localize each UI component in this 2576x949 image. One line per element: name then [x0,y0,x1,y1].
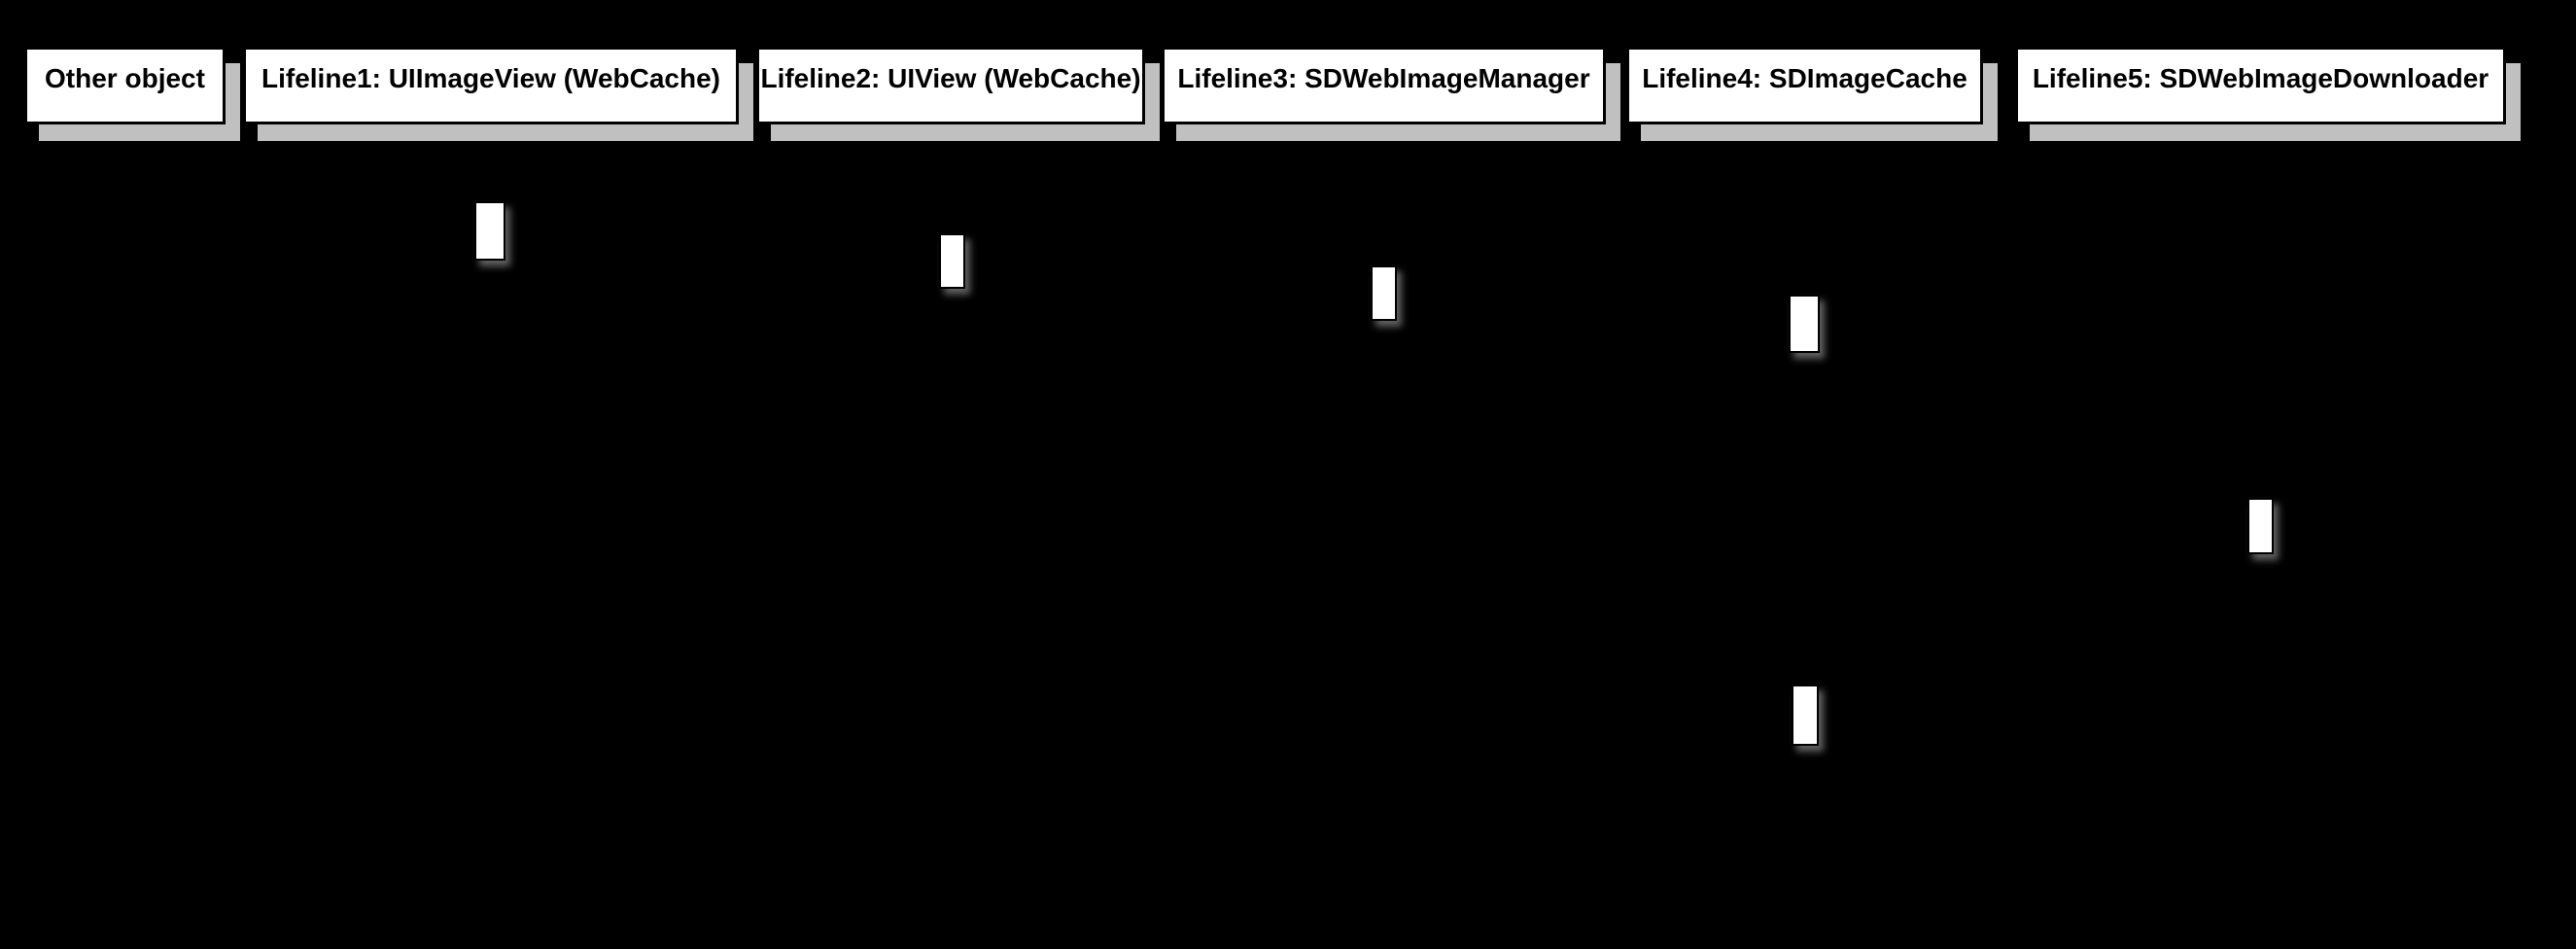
lifeline-label: Lifeline3: SDWebImageManager [1177,63,1590,93]
activation-bar-lifeline1 [474,201,505,261]
lifeline-label: Other object [45,63,205,93]
activation-bar-lifeline5 [2247,498,2274,554]
activation-bar-lifeline2 [939,233,965,289]
lifeline-dashed-line-lifeline3 [1381,124,1384,949]
lifeline-dashed-line-lifeline4 [1802,124,1805,949]
lifeline-head-lifeline1: Lifeline1: UIImageView (WebCache) [243,47,739,124]
lifeline-head-other-object: Other object [24,47,226,124]
lifeline-label: Lifeline2: UIView (WebCache) [760,63,1141,93]
activation-bar-lifeline3 [1371,265,1397,321]
lifeline-dashed-line-lifeline2 [949,124,952,949]
lifeline-head-lifeline2: Lifeline2: UIView (WebCache) [756,47,1145,124]
activation-bar-lifeline4-first [1789,295,1820,353]
lifeline-head-lifeline4: Lifeline4: SDImageCache [1626,47,1983,124]
lifeline-label: Lifeline5: SDWebImageDownloader [2032,63,2489,93]
lifeline-head-lifeline3: Lifeline3: SDWebImageManager [1162,47,1606,124]
lifeline-dashed-line-other-object [122,124,125,949]
lifeline-label: Lifeline1: UIImageView (WebCache) [261,63,720,93]
lifeline-label: Lifeline4: SDImageCache [1642,63,1967,93]
activation-bar-lifeline4-second [1792,685,1819,746]
lifeline-dashed-line-lifeline1 [489,124,492,949]
lifeline-head-lifeline5: Lifeline5: SDWebImageDownloader [2015,47,2506,124]
